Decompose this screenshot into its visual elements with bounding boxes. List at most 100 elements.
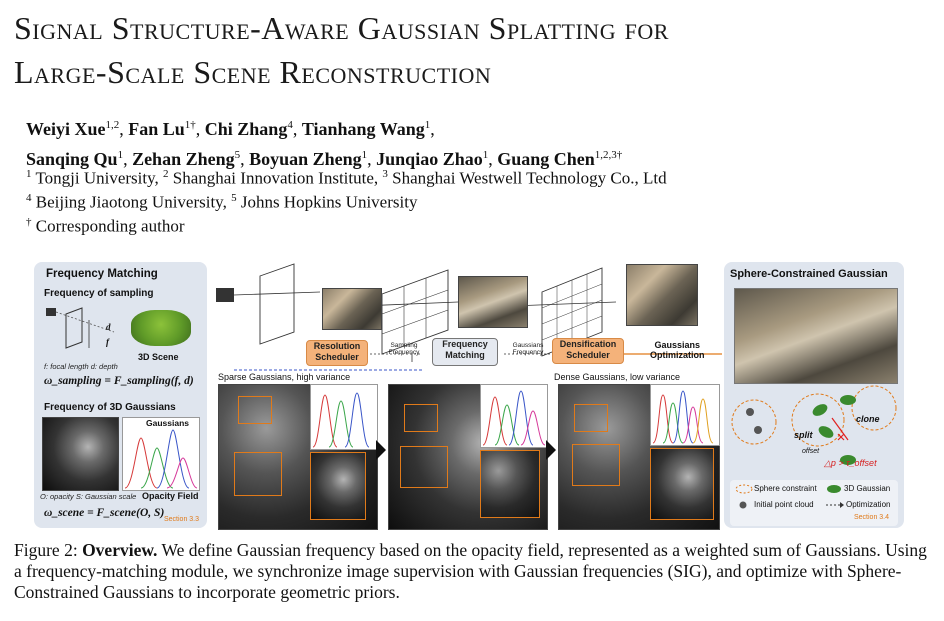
d-label: d (106, 322, 111, 332)
author-name: Zehan Zheng (132, 149, 235, 169)
camera-icon (216, 288, 234, 302)
author-sup: 1 (424, 119, 431, 131)
opacity-field-label: Opacity Field (142, 491, 199, 501)
frequency-plot-2 (480, 384, 548, 448)
aff-sup: 5 (231, 192, 237, 204)
resolution-scheduler-box: Resolution Scheduler (306, 340, 368, 366)
legend-opacity-scale: O: opacity S: Gaussian scale (40, 492, 137, 501)
curve-red (124, 437, 158, 489)
camera-icon (46, 308, 56, 316)
author-sup: 4 (287, 119, 293, 131)
caption-text: We define Gaussian frequency based on th… (14, 540, 927, 602)
formula-scene: ω_scene = F_scene(O, S) (44, 507, 165, 519)
sphere-constrained-panel: Sphere-Constrained Gaussian split clone … (724, 262, 904, 528)
affiliation-line-2: 4 Beijing Jiaotong University, 5 Johns H… (26, 186, 926, 215)
highlight-box (234, 452, 282, 496)
render-image-mid (458, 276, 528, 328)
gaussian-curves (124, 429, 198, 489)
3d-scene-icon (131, 310, 191, 346)
image-plane (65, 307, 83, 349)
author-sup: 5 (234, 149, 241, 161)
aff-sup: 3 (382, 168, 388, 180)
legend-opt: Optimization (846, 500, 891, 509)
curve-pink (166, 457, 198, 489)
aff-sup: 2 (163, 168, 169, 180)
affiliation-line-3: † Corresponding author (26, 210, 926, 239)
sampling-frequency-label: Sampling Frequency (388, 342, 420, 356)
author-name: Chi Zhang (204, 119, 288, 139)
gaussian-ellipse (840, 395, 856, 405)
paper-title: Signal Structure-Aware Gaussian Splattin… (14, 6, 934, 94)
title-line-1: Signal Structure-Aware Gaussian Splattin… (14, 10, 669, 46)
sphere-constraint (851, 385, 897, 431)
frequency-matching-panel: Frequency Matching Frequency of sampling… (34, 262, 207, 528)
legend-init: Initial point cloud (754, 500, 814, 509)
author-list: Weiyi Xue1,2, Fan Lu1†, Chi Zhang4, Tian… (26, 112, 926, 172)
figure-caption: Figure 2: Overview. We define Gaussian f… (14, 540, 932, 603)
aff-sup: 4 (26, 192, 32, 204)
gaussians-frequency-label: Gaussians Frequency (512, 342, 544, 356)
author-name: Sanqing Qu (26, 149, 118, 169)
caption-label: Figure 2: (14, 540, 78, 560)
author-name: Junqiao Zhao (376, 149, 483, 169)
f-label: f (106, 337, 109, 347)
gaussian-ellipse (812, 404, 828, 416)
sparse-gaussians-label: Sparse Gaussians, high variance (218, 372, 351, 382)
scene-label: 3D Scene (138, 352, 179, 362)
zoom-inset (480, 450, 540, 518)
sampling-diagram (46, 307, 115, 349)
panel-subtitle: Frequency of 3D Gaussians (44, 402, 176, 413)
split-label: split (794, 430, 813, 440)
resolution-scheduler-label: Resolution Scheduler (313, 341, 361, 362)
image-plane-1 (259, 263, 295, 345)
section-ref: Section 3.3 (164, 516, 200, 523)
frequency-curves (652, 390, 714, 444)
dense-gaussians-label: Dense Gaussians, low variance (554, 372, 681, 382)
frequency-plot-1 (310, 384, 378, 450)
author-name: Weiyi Xue (26, 119, 106, 139)
author-name: Boyuan Zheng (249, 149, 362, 169)
author-name: Guang Chen (497, 149, 595, 169)
point-dot (746, 408, 754, 416)
highlight-box (238, 396, 272, 424)
title-line-2: Large-Scale Scene Reconstruction (14, 54, 492, 90)
grid-plane-3 (541, 267, 603, 357)
highlight-box (404, 404, 438, 432)
highlight-box (400, 446, 448, 488)
gaussian-legend-icon (827, 485, 841, 493)
point-dot (754, 426, 762, 434)
gaussians-plot (122, 417, 200, 491)
sphere-constraint (731, 399, 777, 445)
author-sup: 1 (482, 149, 489, 161)
densification-scheduler-label: Densification Scheduler (559, 339, 617, 360)
frequency-curves (312, 392, 370, 448)
arrow-right-icon (546, 440, 556, 460)
frequency-matching-box: Frequency Matching (432, 338, 498, 366)
legend-box: Sphere constraint 3D Gaussian Initial po… (730, 480, 898, 526)
author-sup: 1† (184, 119, 196, 131)
author-sup: 1 (117, 149, 124, 161)
author-sup: 1,2,3† (594, 149, 623, 161)
point-cloud-image (734, 288, 898, 384)
overview-figure: Frequency Matching Frequency of sampling… (34, 262, 910, 530)
author-line-2: Sanqing Qu1, Zehan Zheng5, Boyuan Zheng1… (26, 149, 623, 169)
gaussians-label: Gaussians (146, 418, 189, 428)
clone-label: clone (856, 414, 880, 424)
panel-subtitle: Frequency of sampling (44, 288, 154, 299)
densification-scheduler-box: Densification Scheduler (552, 338, 624, 364)
highlight-box (572, 444, 620, 486)
affiliation-line-1: 1 Tongji University, 2 Shanghai Innovati… (26, 162, 926, 191)
ray-line (233, 291, 321, 296)
sphere-legend-icon (735, 484, 753, 494)
sphere-diagram (731, 385, 897, 465)
offset-label: offset (802, 448, 820, 455)
gaussian-ellipse (818, 426, 834, 438)
point-legend-icon (739, 501, 747, 509)
formula-sampling: ω_sampling = F_sampling(f, d) (44, 375, 194, 387)
author-sup: 1,2 (105, 119, 120, 131)
render-image-high (626, 264, 698, 326)
sphere-constraint (791, 393, 845, 447)
aff-text: Shanghai Innovation Institute, (168, 168, 383, 188)
frequency-curves (482, 390, 546, 446)
legend-focal-depth: f: focal length d: depth (44, 362, 118, 371)
